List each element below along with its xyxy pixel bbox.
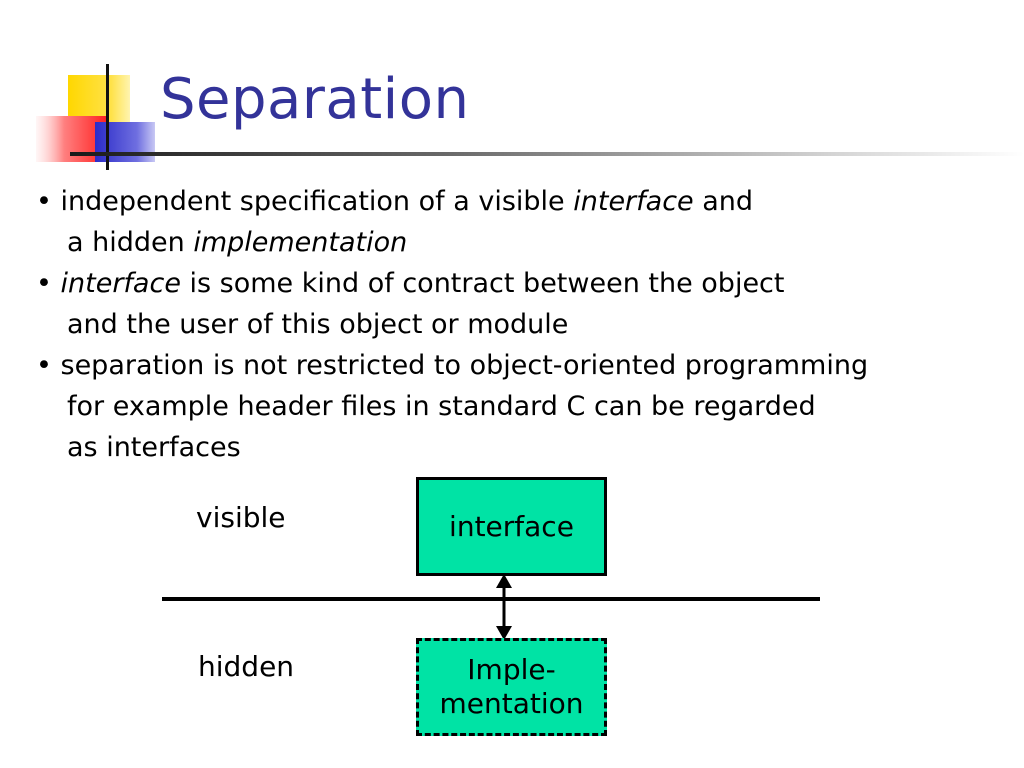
logo-vertical-line bbox=[106, 64, 109, 170]
bullet-text: for example header files in standard C c… bbox=[67, 391, 816, 422]
bullet-text: a hidden bbox=[67, 227, 194, 258]
corner-logo-graphic bbox=[36, 64, 170, 170]
bullet-emphasis: implementation bbox=[193, 227, 408, 258]
bullet-text: • independent specification of a visible bbox=[36, 186, 574, 217]
bullet-emphasis: interface bbox=[60, 268, 181, 299]
bullet-line-1: • independent specification of a visible… bbox=[36, 181, 996, 222]
bullet-list: • independent specification of a visible… bbox=[36, 181, 996, 468]
bullet-text: as interfaces bbox=[67, 432, 241, 463]
implementation-box: Imple- mentation bbox=[416, 638, 607, 736]
bullet-text: • bbox=[36, 268, 61, 299]
interface-box: interface bbox=[416, 477, 607, 576]
bullet-line-3: • interface is some kind of contract bet… bbox=[36, 263, 996, 304]
visible-label: visible bbox=[196, 501, 286, 534]
separation-diagram: visible hidden interface Imple- mentatio… bbox=[0, 460, 1024, 760]
bullet-line-2: a hidden implementation bbox=[36, 222, 996, 263]
implementation-box-label-line-2: mentation bbox=[439, 687, 584, 720]
title-underline bbox=[70, 152, 1024, 156]
implementation-box-label-line-1: Imple- bbox=[467, 653, 556, 687]
arrow-head-down bbox=[496, 626, 512, 640]
bullet-text: and the user of this object or module bbox=[67, 309, 569, 340]
double-arrow-connector bbox=[496, 574, 512, 640]
bullet-line-5: • separation is not restricted to object… bbox=[36, 345, 996, 386]
bullet-line-7: as interfaces bbox=[36, 427, 996, 468]
bullet-text: • separation is not restricted to object… bbox=[36, 350, 869, 381]
bullet-emphasis: interface bbox=[573, 186, 694, 217]
bullet-line-4: and the user of this object or module bbox=[36, 304, 996, 345]
slide-title: Separation bbox=[160, 67, 470, 132]
bullet-line-6: for example header files in standard C c… bbox=[36, 386, 996, 427]
bullet-text: is some kind of contract between the obj… bbox=[180, 268, 785, 299]
arrow-head-up bbox=[496, 574, 512, 588]
arrow-shaft bbox=[502, 586, 506, 628]
separation-line bbox=[162, 597, 820, 601]
bullet-text: and bbox=[693, 186, 754, 217]
hidden-label: hidden bbox=[198, 650, 295, 683]
interface-box-label: interface bbox=[449, 509, 574, 543]
